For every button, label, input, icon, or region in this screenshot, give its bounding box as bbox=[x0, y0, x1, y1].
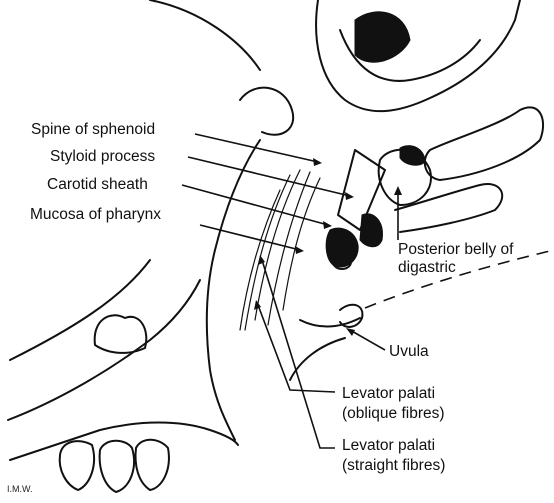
label-posterior-belly-line1: Posterior belly of bbox=[398, 240, 513, 259]
label-uvula: Uvula bbox=[389, 342, 429, 361]
mastoid-process-shape bbox=[425, 107, 543, 180]
foramen-shadow bbox=[355, 12, 410, 62]
leader-styloid-process bbox=[188, 157, 350, 196]
artist-signature: I.M.W. bbox=[7, 484, 33, 494]
left-skull-outline bbox=[10, 260, 150, 360]
lower-molar-1 bbox=[60, 441, 94, 490]
leader-uvula bbox=[350, 330, 385, 350]
leader-carotid-sheath bbox=[182, 185, 328, 225]
muscle-attachment-dark bbox=[400, 146, 425, 166]
skull-base-outline bbox=[316, 0, 520, 111]
muscle-fibre-4 bbox=[283, 178, 320, 310]
digastric-tendon bbox=[395, 184, 502, 232]
label-levator-oblique-line2: (oblique fibres) bbox=[342, 404, 445, 423]
label-mucosa-of-pharynx: Mucosa of pharynx bbox=[30, 205, 161, 224]
mastoid-outline bbox=[240, 88, 293, 135]
carotid-sheath-dark bbox=[360, 214, 382, 247]
leader-arrow-carotid bbox=[323, 221, 332, 229]
leader-arrow-styloid bbox=[345, 192, 354, 200]
carotid-vessel-dark bbox=[326, 228, 358, 267]
label-levator-straight-line1: Levator palati bbox=[342, 436, 435, 455]
label-levator-straight-line2: (straight fibres) bbox=[342, 456, 445, 475]
leader-arrow-uvula bbox=[346, 328, 355, 336]
soft-palate-curve bbox=[300, 318, 360, 327]
label-styloid-process: Styloid process bbox=[50, 147, 155, 166]
leader-arrow-spine bbox=[313, 158, 322, 166]
lower-molar-3 bbox=[136, 440, 169, 490]
tongue-curve bbox=[290, 338, 345, 380]
leader-arrow-straight bbox=[258, 255, 265, 265]
lower-molar-2 bbox=[100, 441, 134, 492]
label-spine-of-sphenoid: Spine of sphenoid bbox=[31, 120, 155, 139]
label-carotid-sheath: Carotid sheath bbox=[47, 175, 148, 194]
leader-levator-straight bbox=[262, 260, 335, 448]
label-posterior-belly-line2: digastric bbox=[398, 258, 456, 277]
label-levator-oblique-line1: Levator palati bbox=[342, 384, 435, 403]
leader-arrow-mucosa bbox=[295, 246, 304, 254]
leader-spine-of-sphenoid bbox=[195, 134, 318, 162]
leader-arrow-posterior bbox=[394, 186, 402, 195]
occipital-outline bbox=[150, 0, 260, 70]
